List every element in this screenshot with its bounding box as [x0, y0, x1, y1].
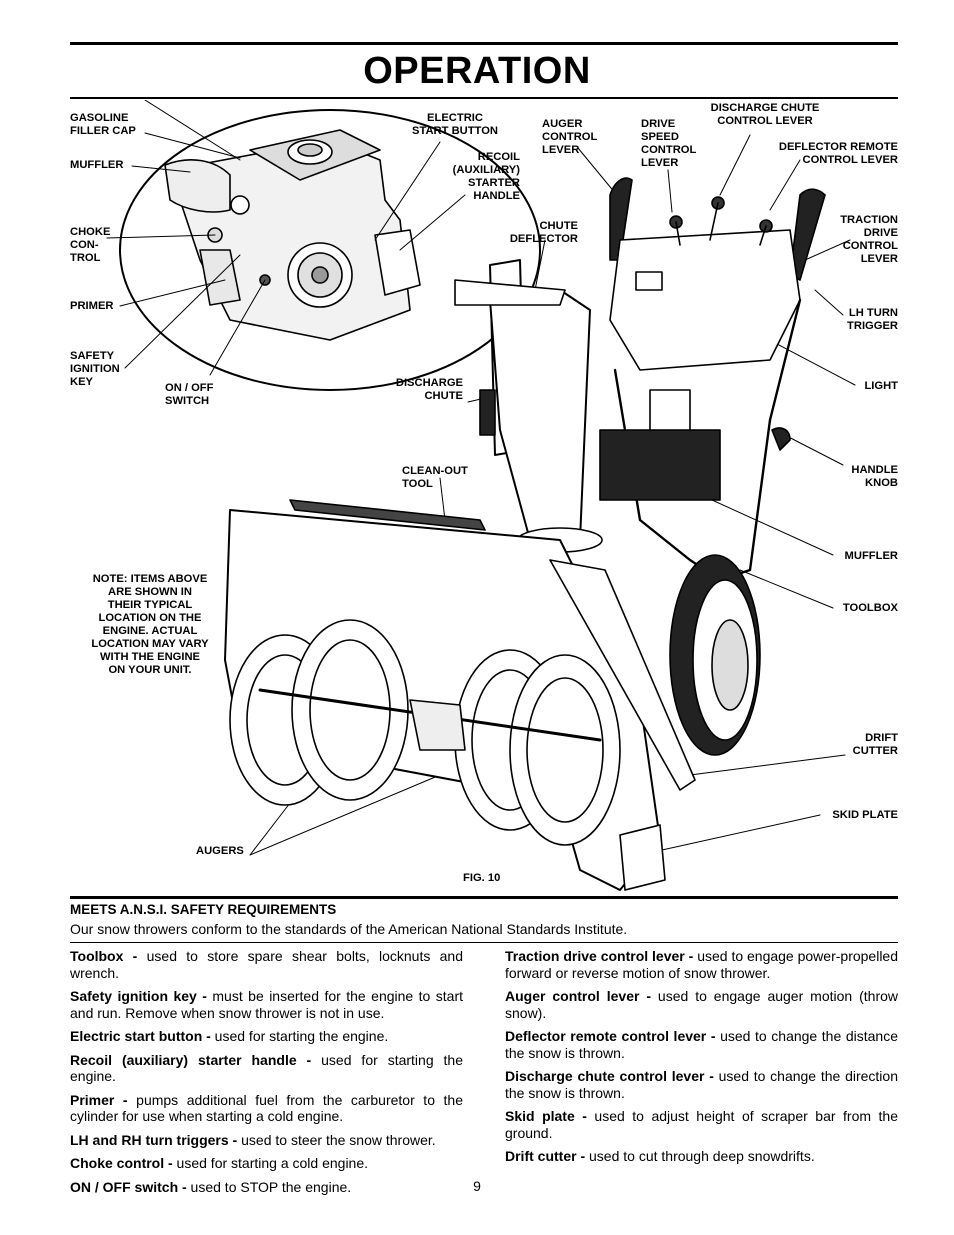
list-item: LH and RH turn triggers - used to steer … [70, 1132, 463, 1149]
label-skid-plate: SKID PLATE [832, 809, 898, 821]
item-desc: must be inserted for the engine to start… [70, 988, 464, 1021]
item-term: Deflector remote control lever - [505, 1028, 716, 1044]
label-toolbox: TOOLBOX [842, 602, 898, 614]
page-title: OPERATION [363, 50, 591, 92]
label-drift-cutter: DRIFT CUTTER [852, 732, 898, 757]
list-item: Safety ignition key - must be inserted f… [70, 988, 463, 1021]
list-item: Choke control - used for starting a cold… [70, 1155, 463, 1172]
wheel-shape [669, 554, 761, 756]
item-desc: pumps additional fuel from the carbureto… [70, 1091, 463, 1125]
snow-thrower-figure: GASOLINE FILLER CAP MUFFLER CHOKE CON- T… [0, 100, 954, 895]
item-desc: used for starting a cold engine. [172, 1155, 369, 1171]
item-term: Primer - [70, 1091, 128, 1108]
item-desc: used to STOP the engine. [186, 1178, 352, 1195]
snow-thrower-illustration [106, 100, 856, 891]
label-recoil-starter-handle: RECOIL (AUXILIARY) STARTER HANDLE [452, 151, 520, 202]
right-column: Traction drive control lever - used to e… [505, 948, 898, 1172]
list-item: Electric start button - used for startin… [70, 1028, 463, 1045]
label-traction-drive-control-lever: TRACTION DRIVE CONTROL LEVER [840, 214, 898, 265]
item-term: Electric start button - [70, 1028, 211, 1044]
label-primer: PRIMER [70, 300, 114, 312]
page-number: 9 [473, 1178, 481, 1194]
item-desc: used to engage power-propelled forward o… [505, 948, 899, 981]
label-augers: AUGERS [196, 845, 244, 857]
label-handle-knob: HANDLE KNOB [851, 464, 898, 489]
label-gasoline-filler-cap: GASOLINE FILLER CAP [70, 112, 136, 137]
meets-text: Our snow throwers conform to the standar… [70, 921, 628, 937]
label-muffler: MUFFLER [844, 550, 898, 562]
list-item: Skid plate - used to adjust height of sc… [505, 1108, 898, 1141]
item-term: Traction drive control lever - [505, 948, 694, 964]
label-muffler-engine: MUFFLER [70, 159, 124, 171]
handle-assembly [599, 177, 826, 582]
discharge-chute [454, 259, 603, 553]
item-desc: used to adjust height of scraper bar fro… [505, 1108, 898, 1141]
figure-rule [70, 896, 898, 899]
item-desc: used to steer the snow thrower. [237, 1131, 436, 1148]
item-term: ON / OFF switch - [70, 1178, 187, 1195]
label-deflector-remote-control-lever: DEFLECTOR REMOTE CONTROL LEVER [778, 141, 898, 166]
item-desc: used for starting the engine. [70, 1051, 463, 1085]
item-desc: used to store spare shear bolts, locknut… [70, 948, 463, 981]
label-discharge-chute-control-lever: DISCHARGE CHUTE CONTROL LEVER [710, 102, 820, 127]
list-item: Recoil (auxiliary) starter handle - used… [70, 1052, 463, 1085]
item-term: Skid plate - [505, 1108, 587, 1124]
section-rule [70, 942, 898, 943]
left-column: Toolbox - used to store spare shear bolt… [70, 948, 463, 1202]
item-desc: used to engage auger motion (throw snow)… [505, 988, 899, 1021]
label-on-off-switch: ON / OFF SWITCH [165, 382, 214, 407]
label-chute-deflector: CHUTE DEFLECTOR [509, 220, 578, 245]
list-item: Deflector remote control lever - used to… [505, 1028, 898, 1061]
item-term: Drift cutter - [505, 1148, 586, 1164]
clean-out-tool-shape [289, 499, 486, 531]
meets-heading: MEETS A.N.S.I. SAFETY REQUIREMENTS [70, 902, 337, 917]
label-electric-start-button: ELECTRIC START BUTTON [412, 112, 498, 137]
list-item: ON / OFF switch - used to STOP the engin… [70, 1179, 463, 1196]
figure-caption: FIG. 10 [463, 872, 501, 884]
label-discharge-chute: DISCHARGE CHUTE [395, 377, 463, 402]
engine-inset [119, 109, 541, 391]
title-rule [70, 97, 898, 99]
label-choke-control: CHOKE CON- TROL [70, 226, 111, 264]
list-item: Traction drive control lever - used to e… [505, 948, 898, 981]
note-text: NOTE: ITEMS ABOVE ARE SHOWN IN THEIR TYP… [91, 573, 209, 676]
item-desc: used to change the distance the snow is … [505, 1028, 898, 1061]
label-safety-ignition-key: SAFETY IGNITION KEY [70, 350, 120, 388]
list-item: Discharge chute control lever - used to … [505, 1068, 898, 1101]
list-item: Primer - pumps additional fuel from the … [70, 1092, 463, 1125]
top-rule [70, 42, 898, 45]
label-light: LIGHT [864, 380, 898, 392]
item-term: Toolbox - [70, 948, 138, 964]
list-item: Toolbox - used to store spare shear bolt… [70, 948, 463, 981]
label-auger-control-lever: AUGER CONTROL LEVER [542, 118, 598, 156]
label-clean-out-tool: CLEAN-OUT TOOL [402, 465, 468, 490]
item-term: Safety ignition key - [70, 988, 207, 1004]
augers-shape [229, 619, 621, 846]
item-desc: used to cut through deep snowdrifts. [585, 1148, 815, 1164]
list-item: Drift cutter - used to cut through deep … [505, 1148, 898, 1165]
item-term: Auger control lever - [505, 988, 652, 1004]
list-item: Auger control lever - used to engage aug… [505, 988, 898, 1021]
item-term: Choke control - [70, 1155, 173, 1171]
item-term: Discharge chute control lever - [505, 1068, 714, 1084]
item-desc: used to change the direction the snow is… [505, 1068, 898, 1101]
item-desc: used for starting the engine. [210, 1028, 389, 1044]
item-term: LH and RH turn triggers - [70, 1131, 238, 1148]
item-term: Recoil (auxiliary) starter handle - [70, 1051, 312, 1068]
label-drive-speed-control-lever: DRIVE SPEED CONTROL LEVER [641, 118, 697, 169]
label-lh-turn-trigger: LH TURN TRIGGER [847, 307, 898, 332]
